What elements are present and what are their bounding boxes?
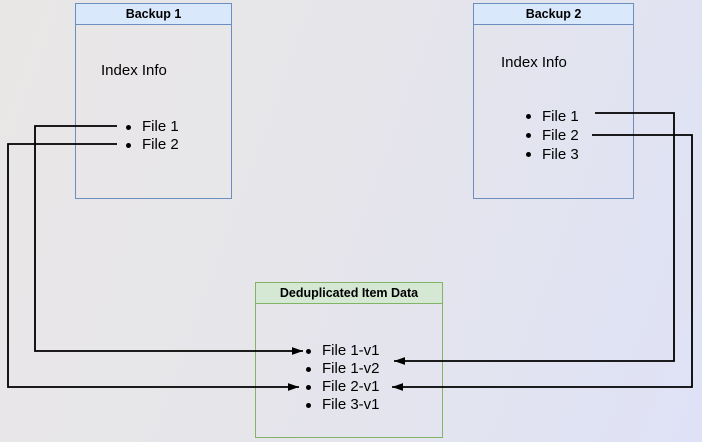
dedup-title: Deduplicated Item Data	[256, 283, 442, 304]
backup1-title: Backup 1	[76, 4, 231, 25]
dedup-item-list: File 1-v1 File 1-v2 File 2-v1 File 3-v1	[256, 342, 442, 414]
backup2-file-1: File 1	[474, 107, 633, 126]
arrow-backup2-file2-to-file2v1	[392, 134, 693, 391]
dedup-item-file3-v1: File 3-v1	[256, 396, 442, 414]
backup1-file-list: File 1 File 2	[76, 118, 231, 154]
dedup-item-file2-v1: File 2-v1	[256, 378, 442, 396]
backup2-title: Backup 2	[474, 4, 633, 25]
arrow-backup1-file2-to-file2v1	[7, 143, 299, 391]
backup1-index-info-label: Index Info	[101, 62, 167, 79]
arrow-backup1-file1-to-file1v1	[34, 125, 303, 355]
backup2-file-3: File 3	[474, 145, 633, 164]
backup1-file-1: File 1	[76, 118, 231, 136]
backup2-file-list: File 1 File 2 File 3	[474, 107, 633, 164]
arrow-backup2-file1-to-file1v2	[394, 112, 675, 365]
deduplicated-item-data-node: Deduplicated Item Data File 1-v1 File 1-…	[255, 282, 443, 438]
dedup-item-file1-v1: File 1-v1	[256, 342, 442, 360]
backup2-file-2: File 2	[474, 126, 633, 145]
backup1-node: Backup 1 Index Info File 1 File 2	[75, 3, 232, 199]
backup2-index-info-label: Index Info	[501, 54, 567, 71]
backup2-node: Backup 2 Index Info File 1 File 2 File 3	[473, 3, 634, 199]
dedup-item-file1-v2: File 1-v2	[256, 360, 442, 378]
backup1-file-2: File 2	[76, 136, 231, 154]
